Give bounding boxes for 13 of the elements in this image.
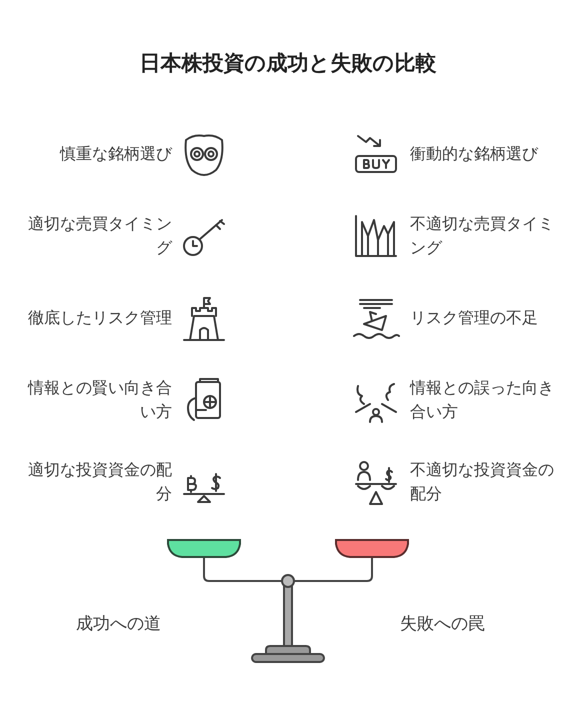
failure-factor-text: 衝動的な銘柄選び (410, 143, 540, 165)
failure-factor-text: 情報との誤った向き合い方 (410, 377, 555, 423)
failure-factor-text: 不適切な投資資金の配分 (410, 459, 555, 505)
failure-factor-text: 不適切な売買タイミング (410, 213, 555, 259)
success-factor-text: 徹底したリスク管理 (27, 307, 172, 329)
failure-trap-label: 失敗への罠 (400, 613, 485, 636)
success-factor-text: 適切な売買タイミング (27, 213, 172, 259)
success-factor-text: 適切な投資資金の配分 (27, 459, 172, 505)
success-path-label: 成功への道 (76, 613, 161, 636)
failure-factor-text: リスク管理の不足 (410, 307, 539, 329)
success-factor-text: 慎重な銘柄選び (58, 143, 172, 165)
success-factor-text: 情報との賢い向き合い方 (26, 377, 172, 423)
title: 日本株投資の成功と失敗の比較 (140, 50, 436, 77)
